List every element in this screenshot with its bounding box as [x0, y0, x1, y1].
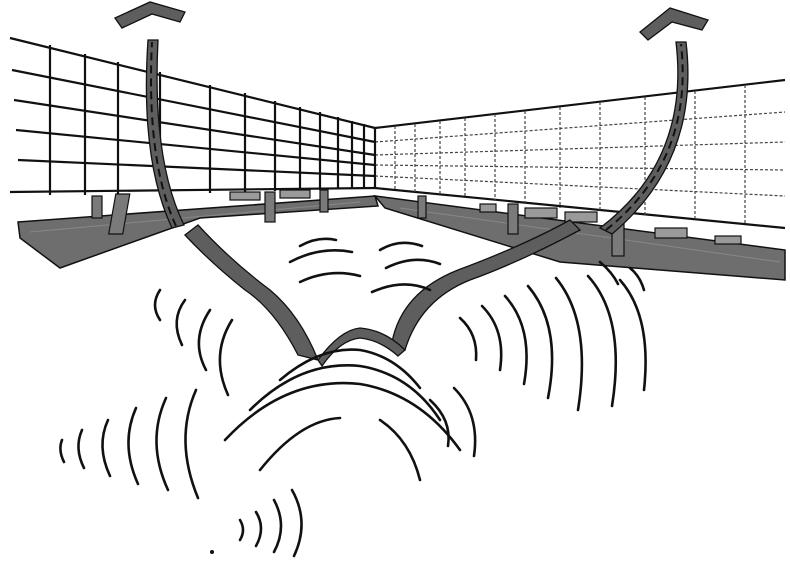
right-exhaust-arrow	[600, 8, 708, 234]
left-facade-grid	[10, 38, 375, 195]
wave-arcs	[60, 239, 645, 556]
left-airflow-band	[185, 225, 318, 360]
center-airflow-band	[318, 328, 405, 366]
